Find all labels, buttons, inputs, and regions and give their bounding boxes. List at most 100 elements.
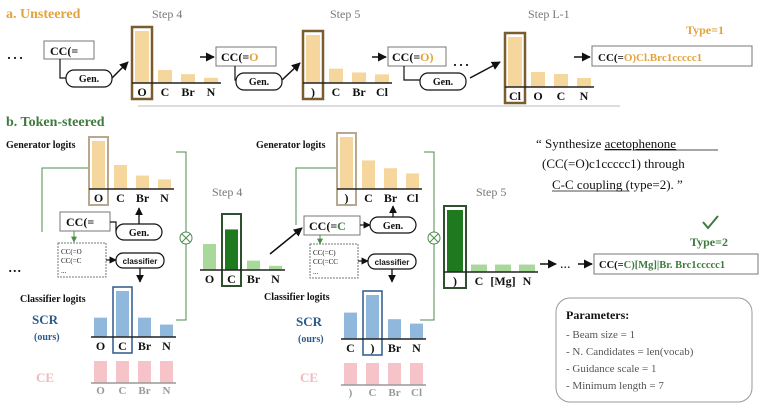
tick-label-chartB5ce-0: ) [349,387,353,399]
tick-label-chartA3-3: N [580,89,589,103]
bar-chartB4gen-2 [136,175,149,189]
selected-box-chartB5gen [336,132,357,206]
selected-box-chartB4gen [88,136,109,206]
ours-label-1: (ours) [34,332,60,343]
tick-label-chartA1-1: C [161,85,170,99]
tick-label-chartB4ce-0: O [96,385,105,397]
tick-label-chartB4gen-3: N [160,191,169,205]
tick-label-chartB5scr-2: Br [388,341,402,355]
bar-chartA2-1 [329,68,343,83]
gen-label-b-2: Gen. [383,221,404,232]
smiles-b-step5: CC(=C [309,219,346,233]
step-label-a-3: Step L-1 [528,7,570,21]
green-loop-left-2 [295,167,336,225]
parameters-box [555,297,753,403]
tick-label-chartA2-3: Cl [376,85,389,99]
bar-chartB4scr-3 [160,324,173,337]
bar-chartA2-0 [306,35,320,83]
step-label-a-2: Step 5 [330,7,360,21]
bar-chartA2-3 [375,74,389,83]
gen-label-a-2: Gen. [249,77,270,88]
tick-label-chartB4scr-1: C [118,339,127,353]
gen-label-a-1: Gen. [79,74,100,85]
ellipsis-a-mid: … [452,50,470,70]
bar-chartB5gen-3 [406,173,419,189]
bar-chartB5ce-0 [344,363,357,385]
parameter-2: - N. Candidates = len(vocab) [566,346,694,358]
bar-chartB4scr-1 [116,291,129,337]
candidates-box-b4 [57,242,107,278]
tick-label-chartA3-2: C [557,89,566,103]
parameter-4: - Minimum length = 7 [566,380,664,392]
tick-label-chartB5ce-2: Br [388,387,400,399]
step-label-b-5: Step 5 [476,185,506,199]
bar-chartA1-2 [181,74,195,83]
ce-label-1: CE [36,370,54,385]
bar-chartB4ce-2 [138,361,151,383]
tick-label-chartB5scr-1: ) [371,341,375,355]
gen-label-b-1: Gen. [129,228,150,239]
bar-chartB4gen-3 [158,179,171,189]
bar-chartB5scr-0 [344,312,357,339]
gen-connector-a-3 [403,66,420,81]
final-smiles-b: CC(=C)[Mg]|Br. Brc1ccccc1 [599,260,725,271]
selected-box-chartA1 [130,25,154,101]
tick-label-chartB4comb-2: Br [247,272,261,286]
tick-label-chartB5scr-3: N [412,341,421,355]
gen-box-a-3 [419,72,467,91]
classifier-logits-label-1: Classifier logits [20,294,86,305]
classifier-label-b4: classifier [123,257,158,266]
selected-box-chartB4comb [221,213,242,287]
tick-label-chartB4ce-1: C [119,385,127,397]
tick-label-chartA1-0: O [137,85,146,99]
tick-label-chartB4gen-2: Br [136,191,150,205]
tick-label-chartB4ce-2: Br [138,385,150,397]
tick-label-chartB5scr-0: C [346,341,355,355]
candidates-box-b5 [309,243,359,279]
chart-b-step5-scr: C) Br N [341,290,426,356]
smiles-a-start: CC(= [50,44,78,58]
bar-chartB5comb-3 [519,264,535,272]
smiles-a-step5: CC(=O [221,50,259,64]
candidate-b4-1: CC(=O [61,248,82,256]
chart-b-step5-combined: )C[Mg]N [443,205,538,289]
bar-chartB5scr-3 [410,323,423,339]
arrow-a-1 [111,61,129,79]
smiles-box-a-stepL [387,46,447,67]
bar-chartB5gen-1 [362,160,375,189]
selected-box-chartA2 [301,29,325,101]
scr-label-1: SCR [32,312,59,327]
smiles-a-stepL: CC(=O) [392,50,434,64]
parameter-3: - Guidance scale = 1 [566,363,657,375]
bar-chartB4comb-0 [203,244,216,270]
bar-chartB4comb-2 [247,260,260,270]
tick-label-chartB4scr-2: Br [138,339,152,353]
bar-chartA1-1 [158,70,172,83]
tick-label-chartB5gen-1: C [364,191,373,205]
candidate-b5-2: CC(=CC [313,258,338,266]
bar-chartA2-2 [352,72,366,83]
bar-chartB4comb-3 [269,265,282,270]
classifier-logits-label-2: Classifier logits [264,292,330,303]
smiles-box-a-step5 [215,46,277,67]
type-label-a: Type=1 [686,23,724,37]
parameters-title: Parameters: [566,308,629,322]
tick-label-chartA2-0: ) [311,85,315,99]
ellipsis-b-left: ... [8,256,22,276]
tick-label-chartB5comb-2: [Mg] [490,274,515,288]
bar-chartB5gen-0 [340,137,353,189]
selected-box-chartA3 [503,31,527,105]
bar-chartB4ce-0 [94,361,107,383]
tick-label-chartB4gen-1: C [116,191,125,205]
otimes-line-1b [181,233,191,243]
tick-label-chartB4comb-3: N [271,272,280,286]
arrow-a-5 [469,61,501,79]
scr-label-2: SCR [296,314,323,329]
bar-chartB5ce-1 [366,363,379,385]
tick-label-chartB4comb-1: C [227,272,236,286]
